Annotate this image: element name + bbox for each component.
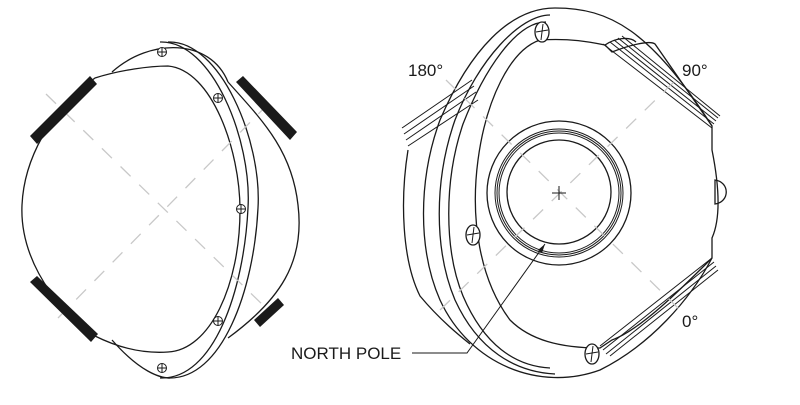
screw-icon [213, 316, 223, 326]
label-180-degrees: 180° [408, 61, 444, 80]
flange-inner-ring [159, 41, 249, 379]
mount-pad-bottom-left [30, 276, 98, 342]
rail-top-right [602, 35, 721, 129]
lens-inner-window [506, 139, 612, 245]
dome-inner-face [474, 38, 713, 349]
mount-pad-top-left [30, 76, 97, 144]
flange-outer-ring [167, 41, 259, 379]
screw-icon [157, 47, 167, 57]
dome-front-shell [21, 65, 241, 353]
screw-icon [584, 343, 600, 365]
label-90-degrees: 90° [682, 61, 708, 80]
mount-pad-bottom-right [254, 298, 284, 327]
screw-icon [465, 224, 481, 246]
rail-bottom-right [599, 257, 719, 357]
screw-icon [236, 204, 246, 214]
label-north-pole: NORTH POLE [291, 344, 402, 363]
dome-back-body [227, 81, 300, 339]
screw-icon [213, 93, 223, 103]
guide-line-180-to-0 [445, 79, 681, 311]
label-0-degrees: 0° [682, 312, 699, 331]
leader-arrowhead-icon [538, 244, 545, 253]
dome-body-left [402, 149, 471, 345]
side-knob [714, 179, 727, 205]
north-pole-leader-line [412, 243, 546, 354]
lens-outer-ring [486, 120, 632, 266]
rail-left [401, 79, 479, 147]
mount-pad-top-right [236, 76, 297, 140]
screw-icon [534, 21, 550, 43]
screw-icon [157, 363, 167, 373]
